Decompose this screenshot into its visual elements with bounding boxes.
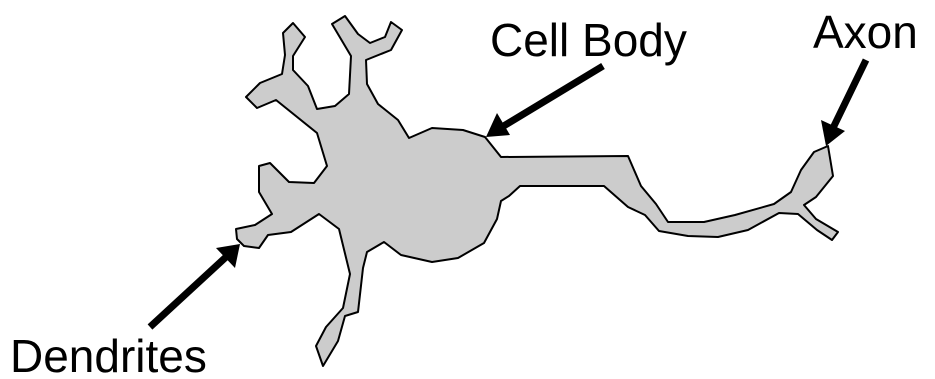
neuron-shape [236, 16, 838, 366]
axon-arrow-shaft [833, 60, 866, 128]
dendrites-arrow-shaft [150, 257, 226, 327]
cell-body-arrow-shaft [502, 66, 603, 127]
cell-body-label: Cell Body [490, 17, 687, 63]
axon-label: Axon [813, 9, 918, 55]
dendrites-label: Dendrites [10, 333, 207, 379]
